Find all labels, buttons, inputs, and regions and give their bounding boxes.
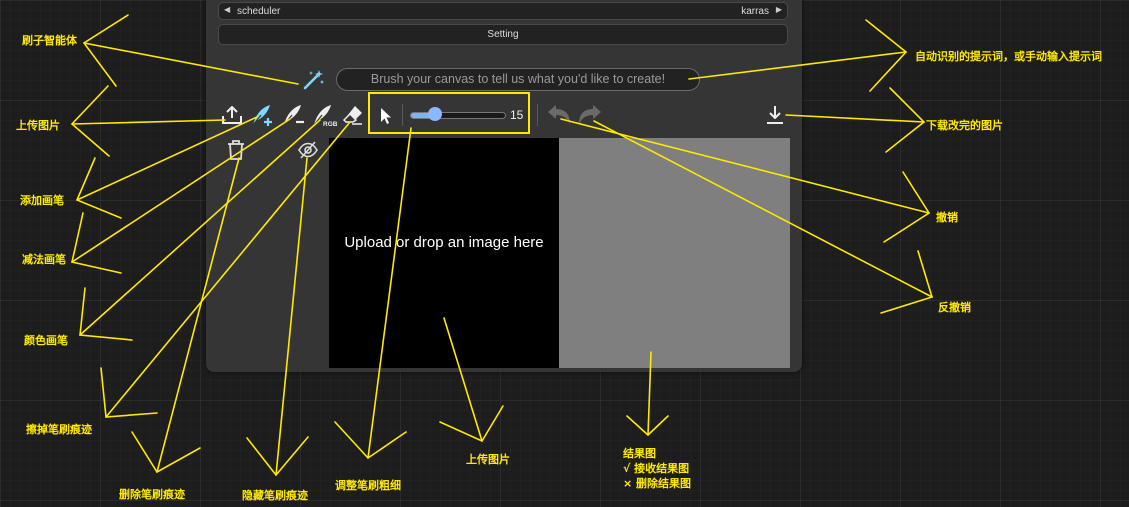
- annotation-add-brush: 添加画笔: [20, 194, 64, 207]
- prompt-input[interactable]: Brush your canvas to tell us what you'd …: [336, 68, 700, 91]
- brush-size-slider[interactable]: [410, 112, 506, 119]
- upload-icon[interactable]: [220, 103, 244, 127]
- scheduler-combo[interactable]: ◀ scheduler karras ▶: [218, 2, 788, 20]
- magic-wand-icon[interactable]: [302, 69, 326, 91]
- toolbar-separator: [402, 104, 403, 126]
- subtract-brush-icon[interactable]: [281, 103, 307, 127]
- annotation-undo: 撤销: [936, 211, 958, 224]
- eraser-icon[interactable]: [342, 104, 364, 126]
- annotation-result-delete: × 删除结果图: [623, 477, 692, 490]
- annotation-magic-wand: 刷子智能体: [22, 34, 77, 47]
- canvas-upload-area[interactable]: Upload or drop an image here: [329, 138, 559, 368]
- annotation-upload-image-canvas: 上传图片: [466, 453, 510, 466]
- add-brush-icon[interactable]: [250, 103, 276, 127]
- annotation-adjust-brush-size: 调整笔刷粗细: [335, 479, 401, 492]
- svg-text:RGB: RGB: [323, 121, 338, 127]
- trash-icon[interactable]: [226, 139, 246, 161]
- annotation-subtract-brush: 减法画笔: [22, 253, 66, 266]
- slider-fill: [411, 113, 436, 118]
- annotation-upload-image: 上传图片: [16, 119, 60, 132]
- annotation-erase-strokes: 擦掉笔刷痕迹: [26, 423, 92, 436]
- redo-icon[interactable]: [576, 104, 604, 126]
- highlight-box: [368, 92, 530, 134]
- rgb-brush-icon[interactable]: RGB: [311, 103, 339, 127]
- eye-off-icon[interactable]: [297, 139, 319, 161]
- annotation-color-brush: 颜色画笔: [24, 334, 68, 347]
- toolbar-separator: [537, 104, 538, 126]
- annotation-delete-strokes: 删除笔刷痕迹: [119, 488, 185, 501]
- scheduler-value: karras: [741, 6, 769, 17]
- upload-message: Upload or drop an image here: [344, 234, 544, 251]
- combo-right-arrow-icon[interactable]: ▶: [775, 5, 782, 14]
- annotation-result: 结果图 √ 接收结果图 × 删除结果图: [623, 446, 691, 491]
- annotation-result-accept: √ 接收结果图: [623, 462, 690, 475]
- download-icon[interactable]: [764, 104, 786, 126]
- annotation-prompt-hint: 自动识别的提示词，或手动输入提示词: [915, 50, 1102, 63]
- annotation-redo: 反撤销: [938, 301, 971, 314]
- slider-thumb[interactable]: [428, 107, 442, 121]
- annotation-hide-strokes: 隐藏笔刷痕迹: [242, 489, 308, 502]
- brush-size-value: 15: [510, 108, 524, 122]
- setting-button[interactable]: Setting: [218, 24, 788, 45]
- combo-left-arrow-icon[interactable]: ◀: [224, 5, 231, 14]
- scheduler-label: scheduler: [237, 6, 281, 17]
- annotation-download: 下载改完的图片: [926, 119, 1003, 132]
- result-canvas[interactable]: [559, 138, 790, 368]
- pointer-icon[interactable]: [379, 107, 393, 125]
- undo-icon[interactable]: [545, 104, 573, 126]
- annotation-result-title: 结果图: [623, 447, 656, 460]
